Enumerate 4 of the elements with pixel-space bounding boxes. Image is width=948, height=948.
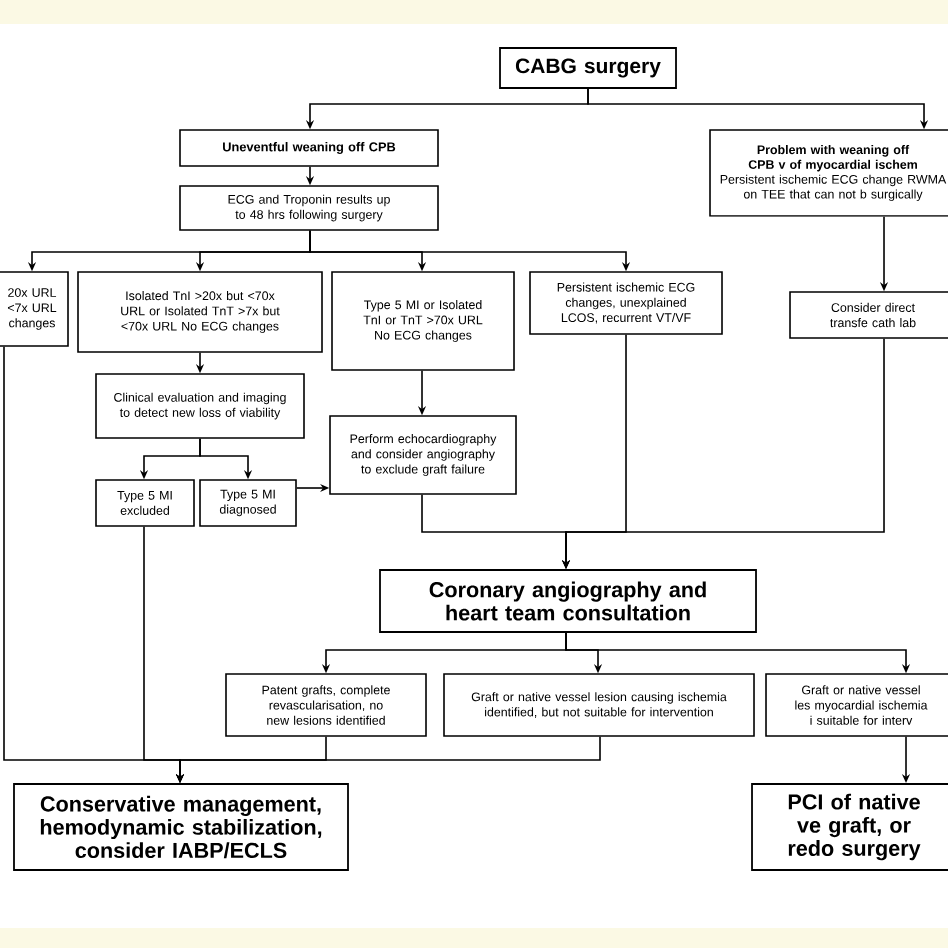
outcome-box: Conservative management, hemodynamic stabilization, consider IABP/ECLS: [13, 783, 349, 871]
start-box: CABG surgery: [499, 47, 677, 89]
outcome-box: Coronary angiography and heart team consultation: [379, 569, 757, 633]
outcome-box: PCI of native ve graft, or redo surgery: [751, 783, 948, 871]
